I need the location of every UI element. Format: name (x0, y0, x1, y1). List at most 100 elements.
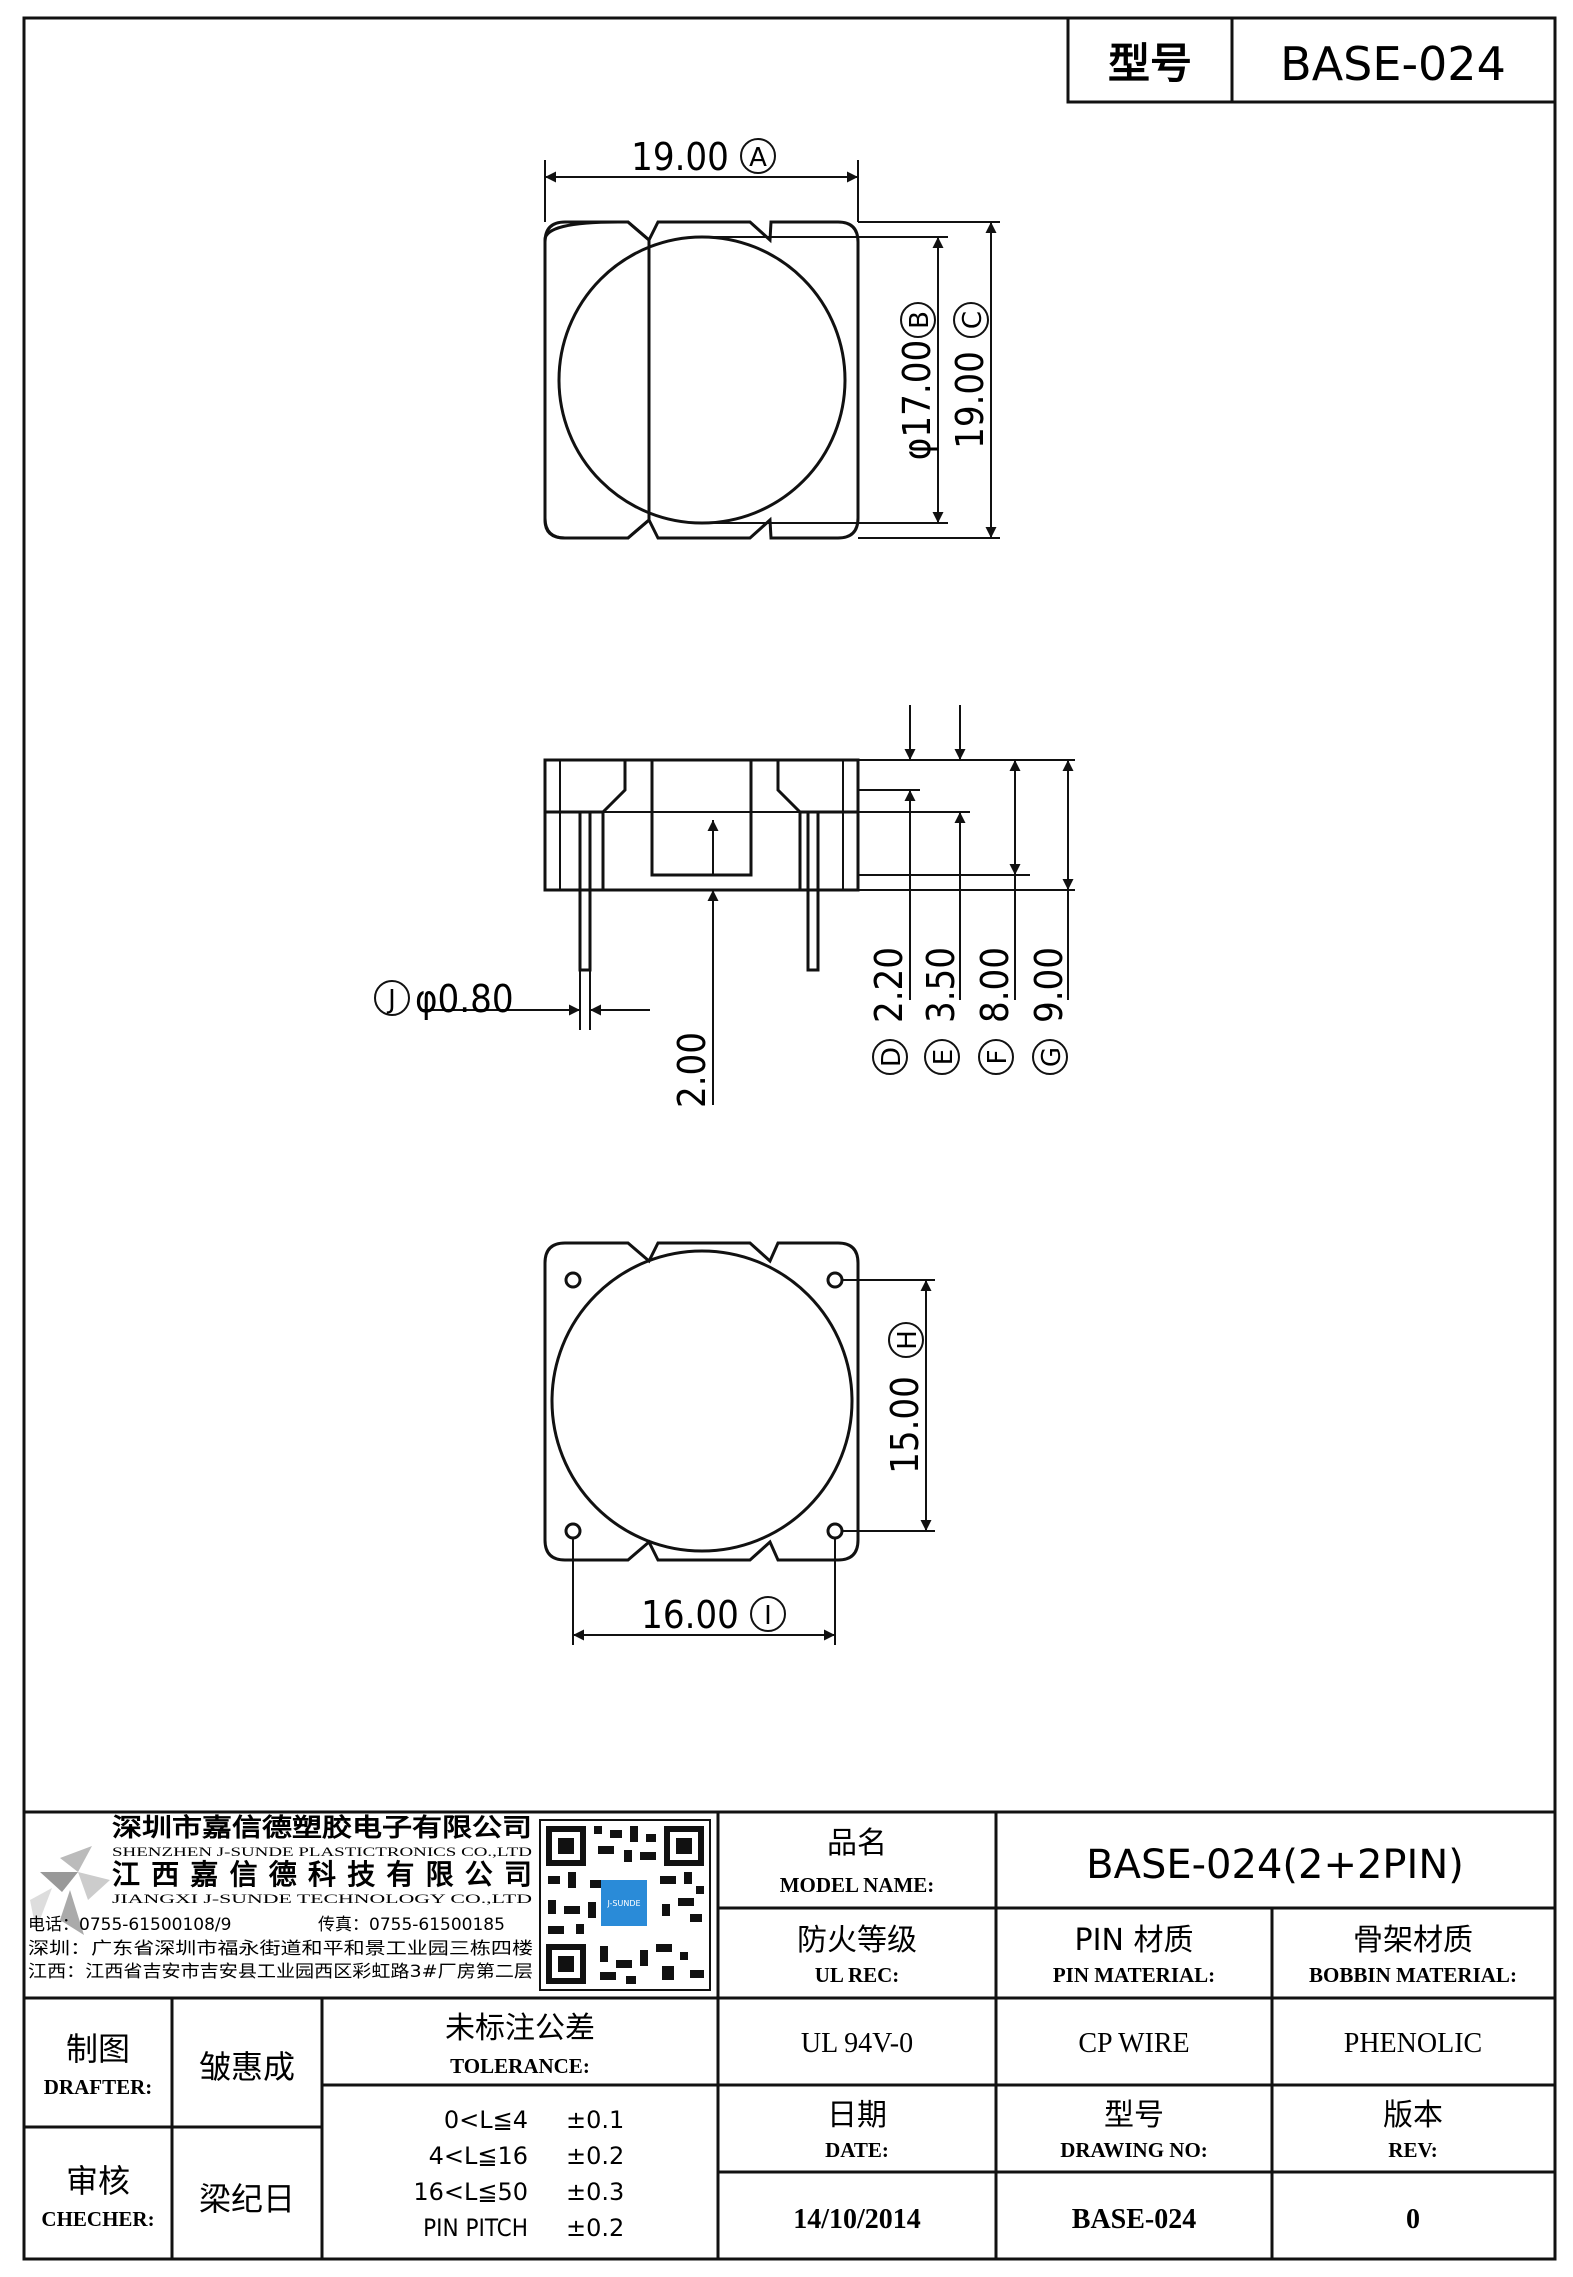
svg-text:J-SUNDE: J-SUNDE (606, 1899, 640, 1908)
company-name-en-2: JIANGXI J-SUNDE TECHNOLOGY CO.,LTD (112, 1891, 532, 1906)
tolerance-range-2: 4<L≦16 (429, 2142, 528, 2170)
drafter-label-en: DRAFTER: (44, 2075, 153, 2099)
pin-material-value: CP WIRE (1078, 2028, 1189, 2059)
dim-a-tag: A (749, 143, 767, 173)
dim-c-value: 19.00 (948, 351, 992, 449)
tolerance-label-en: TOLERANCE: (450, 2054, 590, 2078)
bottom-view-pin-hole-tr (826, 1271, 844, 1289)
dim-a-value: 19.00 (631, 135, 729, 179)
drafter-value: 皱惠成 (199, 2048, 295, 2086)
top-view-dim-a: 19.00 A (631, 135, 776, 179)
side-view-pin-right (806, 810, 820, 972)
side-view-dim-j: J φ0.80 (374, 977, 514, 1021)
company-info: 深圳市嘉信德塑胶电子有限公司 SHENZHEN J-SUNDE PLASTICT… (28, 1813, 533, 1982)
drawing-no-label-en: DRAWING NO: (1060, 2138, 1208, 2162)
bottom-view-dim-h: 15.00 H (883, 1322, 927, 1474)
model-name-value: BASE-024(2+2PIN) (1086, 1842, 1464, 1888)
drafter-label-cn: 制图 (66, 2030, 130, 2068)
tolerance-range-3: 16<L≦50 (413, 2178, 528, 2206)
header-model-value: BASE-024 (1280, 37, 1506, 91)
top-view-body-outline (543, 220, 860, 540)
dim-j-value: φ0.80 (415, 977, 514, 1021)
checker-value: 梁纪日 (199, 2180, 295, 2218)
bottom-view (543, 1241, 935, 1645)
tolerance-range-4: PIN PITCH (423, 2214, 528, 2242)
date-label-cn: 日期 (827, 2098, 887, 2133)
top-view-dim-c: 19.00 C (948, 302, 992, 449)
drawing-no-value: BASE-024 (1072, 2204, 1196, 2235)
bobbin-material-value: PHENOLIC (1344, 2028, 1482, 2059)
tolerance-value-3: ±0.3 (566, 2178, 624, 2206)
material-row-labels: 防火等级 UL REC: PIN 材质 PIN MATERIAL: 骨架材质 B… (797, 1923, 1517, 1987)
company-name-cn-2: 江西嘉信德科技有限公司 (112, 1858, 532, 1891)
ul-rec-label-en: UL REC: (815, 1963, 900, 1987)
side-view-dim-d: 2.20 D (867, 947, 911, 1075)
dim-e-value: 3.50 (919, 947, 963, 1023)
top-view-body-left (543, 220, 651, 540)
drafter-checker: 制图 DRAFTER: 皱惠成 审核 CHECHER: 梁纪日 (41, 2030, 295, 2231)
dim-f-value: 8.00 (973, 947, 1017, 1023)
side-view-dim-g: 9.00 G (1027, 947, 1071, 1075)
tolerance-range-1: 0<L≦4 (444, 2106, 528, 2134)
title-block-grid (24, 1810, 1555, 2259)
top-view-dim-b: φ17.00 B (895, 302, 939, 460)
side-view (420, 705, 1075, 1105)
top-view (543, 160, 1000, 540)
pin-material-label-cn: PIN 材质 (1075, 1923, 1194, 1958)
ul-rec-label-cn: 防火等级 (797, 1923, 917, 1958)
header-model-label: 型号 (1108, 39, 1192, 88)
dim-f-tag: F (983, 1050, 1013, 1065)
company-phone: 电话：0755-61500108/9 (28, 1915, 231, 1935)
rev-value: 0 (1406, 2204, 1420, 2235)
checker-label-en: CHECHER: (41, 2207, 154, 2231)
dim-2-value: 2.00 (670, 1032, 714, 1108)
rev-label-cn: 版本 (1383, 2098, 1443, 2133)
tolerance-value-2: ±0.2 (566, 2142, 624, 2170)
dim-c-tag: C (958, 311, 988, 329)
company-address-jiangxi: 江西：江西省吉安市吉安县工业园西区彩虹路3#厂房第二层 (28, 1962, 533, 1982)
tolerance-value-4: ±0.2 (566, 2214, 624, 2242)
date-row-labels: 日期 DATE: 型号 DRAWING NO: 版本 REV: (825, 2098, 1443, 2162)
dim-g-tag: G (1037, 1047, 1067, 1067)
bottom-view-body-outline (543, 1241, 860, 1562)
rev-label-en: REV: (1388, 2138, 1437, 2162)
dim-j-tag: J (386, 985, 396, 1015)
bottom-view-pin-hole-bl (564, 1522, 582, 1540)
pin-material-label-en: PIN MATERIAL: (1053, 1963, 1215, 1987)
dim-b-value: φ17.00 (895, 340, 939, 460)
side-view-dim-f: 8.00 F (973, 947, 1017, 1075)
side-view-dim-e: 3.50 E (919, 947, 963, 1075)
model-name-label-cn: 品名 (827, 1826, 887, 1861)
dim-g-value: 9.00 (1027, 947, 1071, 1023)
model-name-row: 品名 MODEL NAME: BASE-024(2+2PIN) (780, 1826, 1464, 1897)
drawing-no-label-cn: 型号 (1104, 2098, 1164, 2133)
tolerance-block: 未标注公差 TOLERANCE: 0<L≦4 ±0.1 4<L≦16 ±0.2 … (413, 2011, 624, 2242)
dim-i-value: 16.00 (641, 1593, 739, 1637)
dim-b-tag: B (905, 311, 935, 329)
date-label-en: DATE: (825, 2138, 889, 2162)
sheet-border (22, 16, 1557, 2261)
dim-h-tag: H (893, 1330, 923, 1350)
model-name-label-en: MODEL NAME: (780, 1873, 935, 1897)
header-model-box: 型号 BASE-024 (1066, 16, 1557, 104)
bottom-view-pin-hole-br (826, 1522, 844, 1540)
bottom-view-dim-i: 16.00 I (641, 1593, 786, 1637)
company-address-shenzhen: 深圳：广东省深圳市福永街道和平和景工业园三栋四楼 (28, 1939, 533, 1959)
company-name-cn-1: 深圳市嘉信德塑胶电子有限公司 (112, 1813, 532, 1842)
company-fax: 传真：0755-61500185 (318, 1915, 505, 1935)
side-view-pin-left (578, 810, 592, 972)
tolerance-label-cn: 未标注公差 (445, 2011, 595, 2046)
dim-d-value: 2.20 (867, 947, 911, 1023)
tolerance-value-1: ±0.1 (566, 2106, 624, 2134)
bottom-view-pin-hole-tl (564, 1271, 582, 1289)
company-name-en-1: SHENZHEN J-SUNDE PLASTICTRONICS CO.,LTD (112, 1844, 532, 1859)
company-logo (30, 1846, 110, 1935)
ul-rec-value: UL 94V-0 (801, 2028, 913, 2059)
bottom-view-core-circle (550, 1249, 854, 1553)
date-row-values: 14/10/2014 BASE-024 0 (793, 2204, 1420, 2235)
bobbin-material-label-cn: 骨架材质 (1353, 1923, 1473, 1958)
qr-code: J-SUNDE (539, 1819, 711, 1991)
dim-e-tag: E (929, 1049, 959, 1065)
top-view-core-circle (557, 235, 847, 525)
